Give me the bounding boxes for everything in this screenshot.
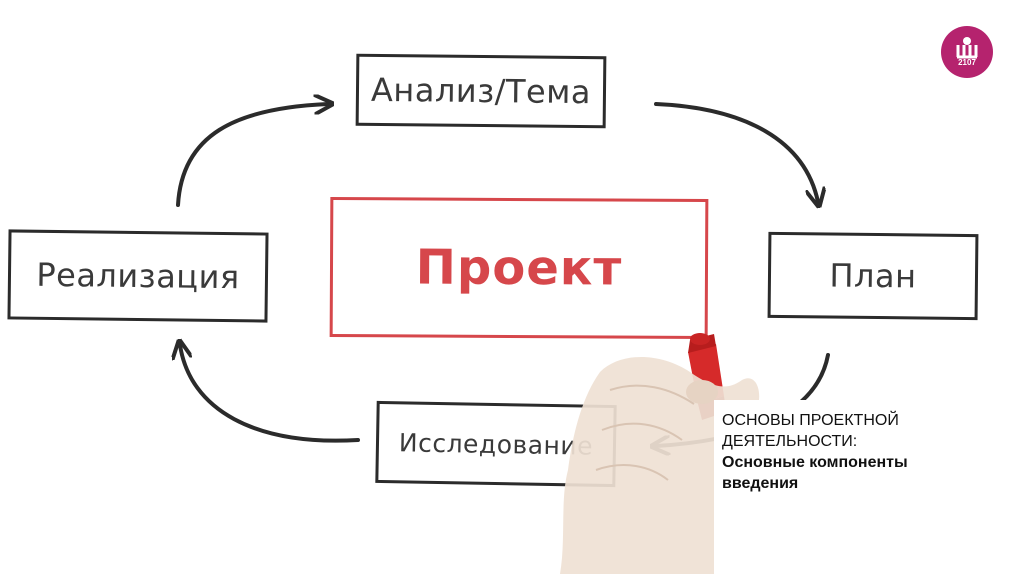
caption-title-line1: ОСНОВЫ ПРОЕКТНОЙ [722, 412, 899, 429]
school-logo: 2107 [941, 26, 993, 78]
slide-caption: ОСНОВЫ ПРОЕКТНОЙ ДЕЯТЕЛЬНОСТИ: Основные … [714, 400, 964, 574]
school-logo-icon [956, 37, 978, 59]
hand-icon [560, 357, 760, 574]
arrow-research-to-realization [180, 345, 360, 443]
caption-subtitle: Основные компоненты введения [722, 454, 908, 492]
caption-title-line2: ДЕЯТЕЛЬНОСТИ: [722, 433, 858, 450]
arrow-analysis-to-plan [654, 102, 818, 202]
arrow-realization-to-analysis [176, 104, 328, 207]
school-logo-number: 2107 [958, 58, 976, 67]
